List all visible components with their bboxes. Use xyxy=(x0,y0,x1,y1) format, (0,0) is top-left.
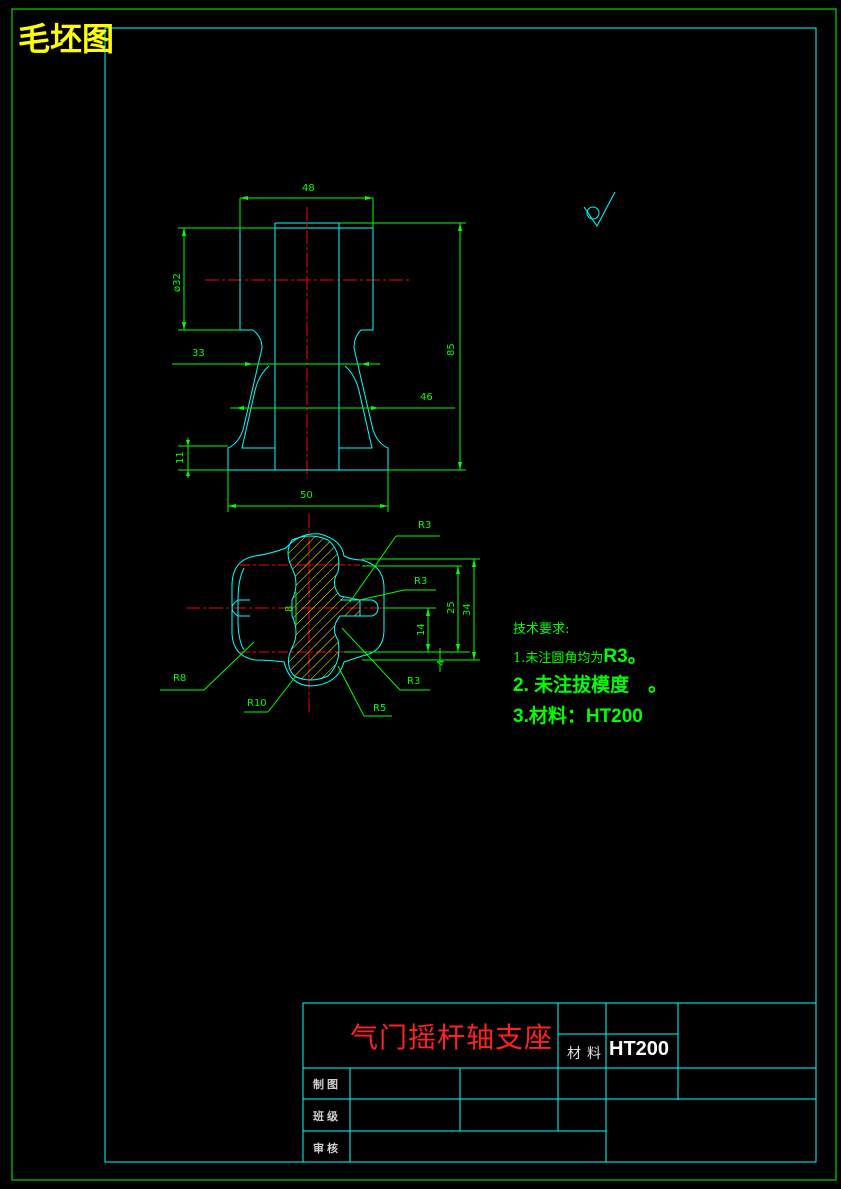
dim-r3-bottom: R3 xyxy=(407,676,420,687)
outer-frame xyxy=(11,8,837,1181)
note-line-1-value: R3。 xyxy=(603,646,647,667)
dim-4: 4 xyxy=(436,660,447,666)
dim-r8: R8 xyxy=(173,673,186,684)
note-line-1-prefix: 1.未注圆角均为 xyxy=(513,651,604,666)
surface-finish-symbol xyxy=(583,191,616,227)
row-class: 班级 xyxy=(313,1110,341,1123)
dim-bore-dia: ø32 xyxy=(172,273,183,292)
note-line-1: 1.未注圆角均为R3。 xyxy=(513,641,667,668)
section-view xyxy=(160,514,480,717)
dim-33: 33 xyxy=(192,348,205,359)
front-view xyxy=(172,196,466,512)
notes-heading: 技术要求: xyxy=(513,622,570,637)
dim-r5: R5 xyxy=(373,703,386,714)
dim-25: 25 xyxy=(446,601,457,614)
dim-50: 50 xyxy=(300,490,313,501)
part-name: 气门摇杆轴支座 xyxy=(350,1021,554,1054)
dim-14: 14 xyxy=(416,623,427,636)
dim-r10: R10 xyxy=(247,698,267,709)
dim-46: 46 xyxy=(420,392,433,403)
dim-11: 11 xyxy=(175,451,186,464)
dim-34: 34 xyxy=(462,603,473,616)
material-value: HT200 xyxy=(609,1038,670,1060)
dim-48: 48 xyxy=(302,183,315,194)
material-label: 材料 xyxy=(567,1046,607,1062)
row-reviewed-by: 审核 xyxy=(313,1142,341,1155)
title-block-grid xyxy=(302,1002,817,1163)
row-drawn-by: 制图 xyxy=(313,1078,341,1091)
dim-slot-8: 8 xyxy=(284,606,295,612)
inner-border xyxy=(104,27,817,1163)
drawing-title: 毛坯图 xyxy=(18,20,115,58)
note-line-3: 3.材料：HT200 xyxy=(513,706,643,727)
technical-notes: 技术要求: 1.未注圆角均为R3。 2. 未注拔模度 。 3.材料：HT200 xyxy=(513,618,667,732)
dim-r3-top: R3 xyxy=(418,520,431,531)
dim-r3-mid: R3 xyxy=(414,576,427,587)
dim-85: 85 xyxy=(446,343,457,356)
note-line-2: 2. 未注拔模度 。 xyxy=(513,675,668,696)
